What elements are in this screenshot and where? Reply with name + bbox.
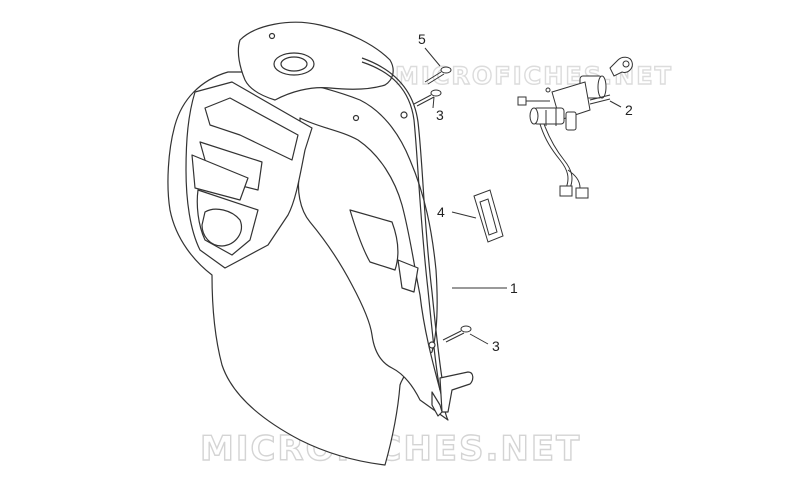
cover-plate-4 bbox=[473, 189, 504, 243]
leg-shield-panel bbox=[167, 21, 474, 466]
screw-top-3 bbox=[413, 89, 442, 107]
part-label-1: 1 bbox=[510, 280, 518, 296]
screw-bottom-3 bbox=[442, 325, 472, 343]
part-label-4: 4 bbox=[437, 204, 445, 220]
ignition-lock-assembly bbox=[517, 56, 633, 199]
part-label-2: 2 bbox=[625, 102, 633, 118]
part-label-3-top: 3 bbox=[436, 107, 444, 123]
part-label-5: 5 bbox=[418, 31, 426, 47]
leader-lines bbox=[424, 47, 622, 345]
screw-top-5 bbox=[424, 66, 452, 85]
part-label-3-bottom: 3 bbox=[492, 338, 500, 354]
